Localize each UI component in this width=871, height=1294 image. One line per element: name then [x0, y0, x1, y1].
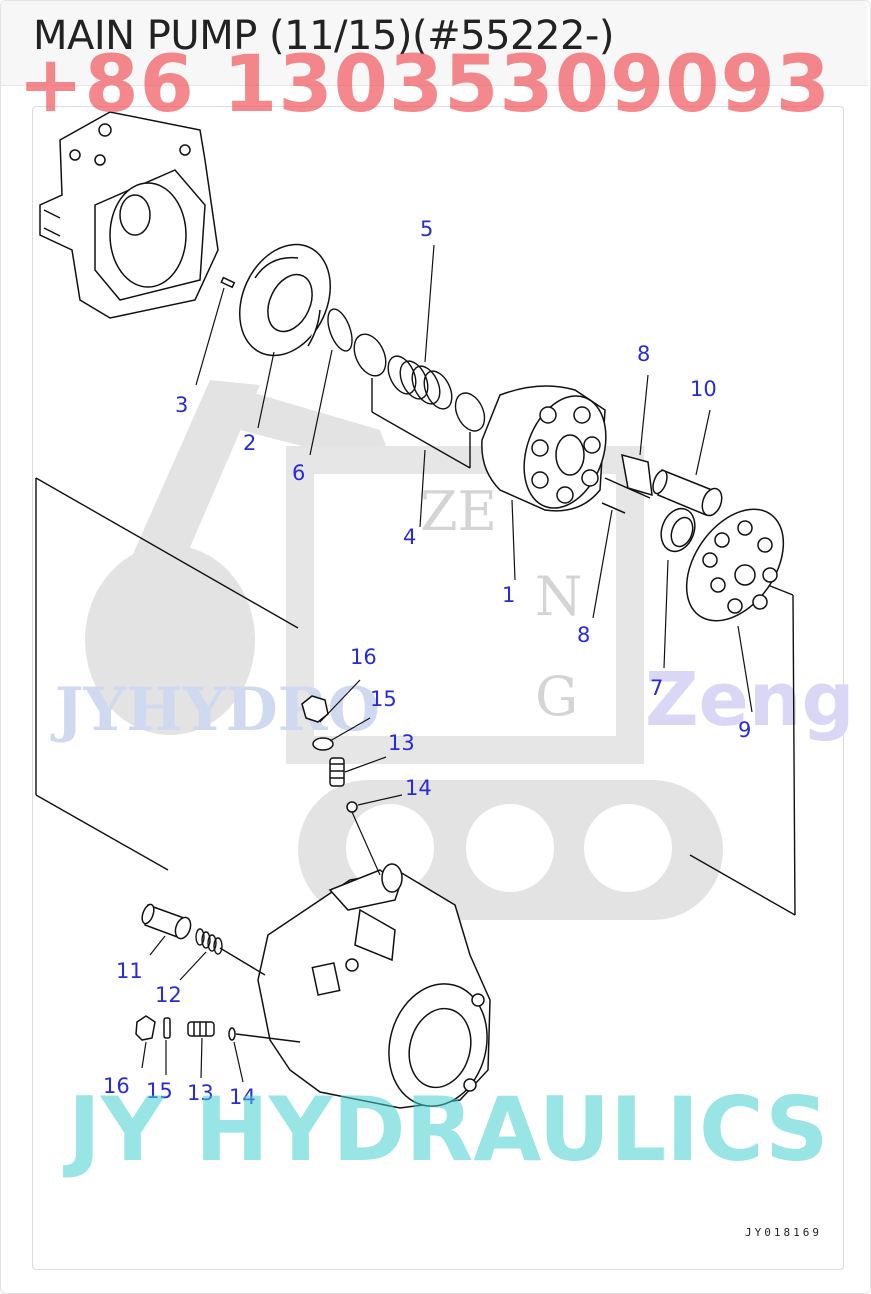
callout-14-lower: 14 [229, 1085, 256, 1109]
callout-6: 6 [292, 461, 305, 485]
pump-housing-part [257, 863, 491, 1109]
spring-assembly-part [353, 333, 486, 469]
callout-8-lower: 8 [577, 623, 590, 647]
callout-12: 12 [155, 983, 182, 1007]
callout-16-upper: 16 [350, 645, 377, 669]
servo-spring-part [195, 928, 266, 976]
cylinder-block-part [481, 385, 607, 512]
logo-letter-n: N [535, 565, 582, 628]
snap-ring-part [327, 308, 353, 352]
jyhydro-watermark: JYHYDRO [50, 675, 380, 745]
pump-cover-part [39, 111, 219, 319]
callout-14-upper: 14 [405, 776, 432, 800]
phone-number-watermark: +86 13035309093 [18, 40, 832, 130]
relief-valve-stack-part [301, 695, 358, 813]
callout-4: 4 [403, 525, 416, 549]
page-title: MAIN PUMP (11/15)(#55222-) [33, 13, 614, 59]
callout-15-upper: 15 [370, 687, 397, 711]
logo-letter-g: G [535, 665, 578, 728]
retainer-plate-part [685, 508, 785, 622]
callout-15-lower: 15 [146, 1079, 173, 1103]
callout-10: 10 [690, 377, 717, 401]
bushing-part [601, 453, 653, 514]
callout-1: 1 [502, 583, 515, 607]
callout-numbers: 1 2 3 4 5 6 7 8 8 9 10 11 12 13 13 14 14… [103, 217, 751, 1109]
logo-letters: ZE N G [420, 480, 582, 728]
pin-part [220, 276, 236, 289]
leader-lines [141, 244, 753, 1083]
callout-7: 7 [650, 676, 663, 700]
servo-piston-part [141, 903, 192, 940]
callout-8-upper: 8 [637, 342, 650, 366]
callout-3: 3 [175, 393, 188, 417]
valve-plate-part [238, 243, 332, 357]
callout-9: 9 [738, 718, 751, 742]
bearing-shaft-part [652, 468, 723, 517]
callout-16-lower: 16 [103, 1074, 130, 1098]
drawing-code: JY018169 [745, 1226, 822, 1239]
callout-5: 5 [420, 217, 433, 241]
excavator-track-wheels [346, 804, 672, 892]
callout-11: 11 [116, 959, 143, 983]
logo-letter-ze: ZE [420, 480, 497, 543]
assembly-guide-lines [35, 477, 796, 916]
adjust-screw-stack-part [135, 1015, 301, 1043]
callout-13-lower: 13 [187, 1081, 214, 1105]
bearing-ring-part [660, 507, 696, 553]
title-bar: MAIN PUMP (11/15)(#55222-) [1, 1, 868, 86]
jy-hydraulics-watermark: JY HYDRAULICS [63, 1078, 829, 1181]
callout-2: 2 [243, 431, 256, 455]
callout-13-upper: 13 [388, 731, 415, 755]
